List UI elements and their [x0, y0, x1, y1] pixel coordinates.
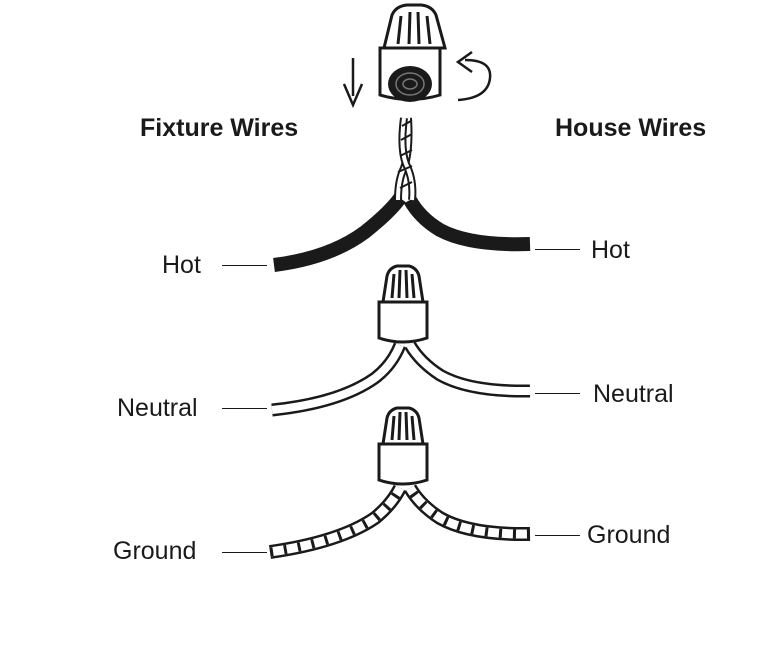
- neutral-left-leader: [222, 408, 267, 409]
- hot-right-label: Hot: [591, 236, 630, 264]
- house-wires-heading: House Wires: [555, 114, 707, 142]
- neutral-left-label: Neutral: [117, 394, 198, 422]
- ground-right-leader: [535, 535, 580, 536]
- ground-left-label: Ground: [113, 537, 197, 565]
- neutral-wires: [271, 264, 531, 417]
- hot-right-leader: [535, 249, 580, 250]
- hot-wires: [273, 117, 531, 272]
- hot-left-leader: [222, 265, 267, 266]
- neutral-right-label: Neutral: [593, 380, 674, 408]
- fixture-wires-heading: Fixture Wires: [140, 114, 299, 142]
- neutral-right-leader: [535, 393, 580, 394]
- top-wire-nut: [378, 3, 447, 102]
- ground-right-label: Ground: [587, 521, 671, 549]
- ground-left-leader: [222, 552, 267, 553]
- hot-left-label: Hot: [162, 251, 201, 279]
- ground-wires: [269, 406, 531, 559]
- rotate-arrow-icon: [455, 50, 492, 102]
- down-arrow-icon: [342, 58, 364, 109]
